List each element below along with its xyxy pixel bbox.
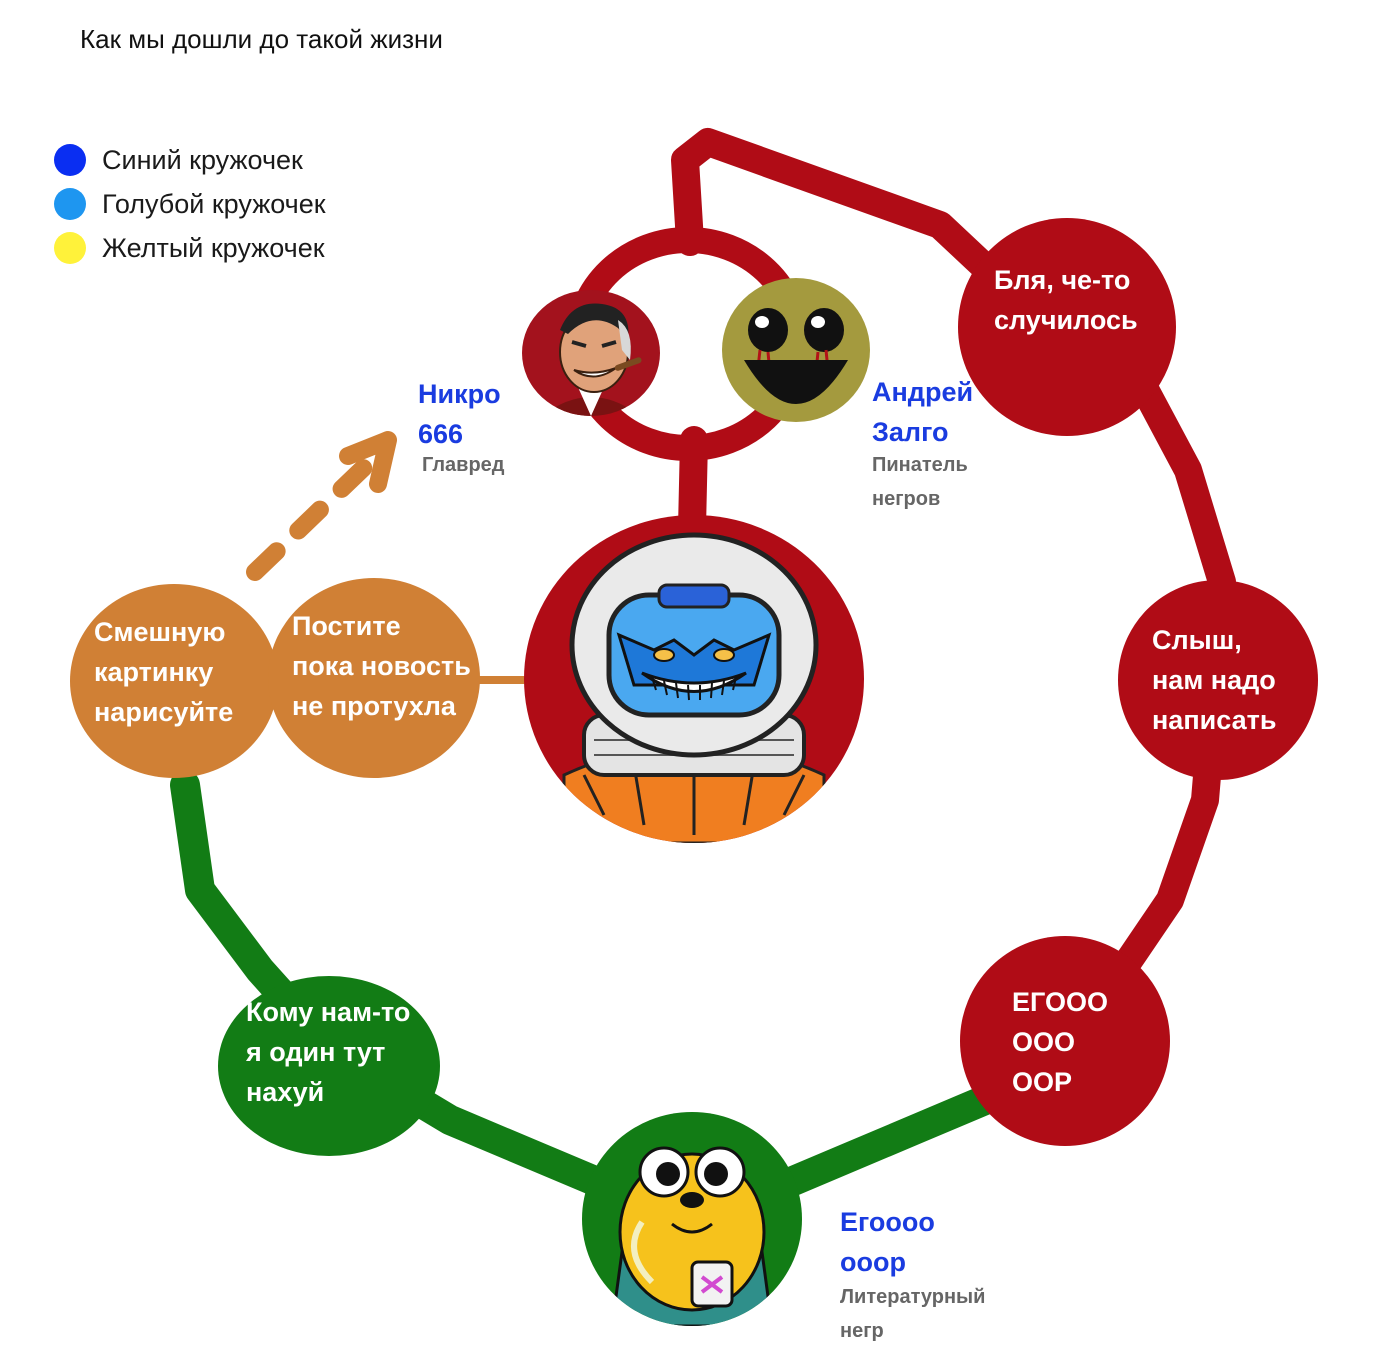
person-role-nikro: Главред [422, 454, 505, 476]
smiley-face-icon [744, 308, 848, 404]
legend: Синий кружочек Голубой кружочек Желтый к… [54, 138, 326, 270]
legend-label: Синий кружочек [102, 144, 303, 175]
yellow-dog-icon [610, 1146, 774, 1326]
node-egooo-text: ЕГООО ООО ООР [1012, 987, 1108, 1097]
boss-avatar [522, 290, 660, 416]
legend-item-lightblue: Голубой кружочек [54, 182, 326, 226]
astronaut-shark-icon [562, 532, 826, 843]
legend-item-blue: Синий кружочек [54, 138, 326, 182]
legend-label: Голубой кружочек [102, 188, 326, 219]
node-post-news: Постите пока новость не протухла [268, 578, 480, 778]
node-draw-picture: Смешную картинку нарисуйте [70, 584, 278, 778]
node-post-news-text: Постите пока новость не протухла [292, 611, 471, 721]
yellow-circle-icon [54, 232, 86, 264]
node-egooo: ЕГООО ООО ООР [960, 936, 1170, 1146]
node-need-write: Слыш, нам надо написать [1118, 580, 1318, 780]
node-happened: Бля, че-то случилось [958, 218, 1176, 436]
caption-zalgo: Андрей Залго Пинатель негров [872, 372, 973, 516]
caption-egooo: Егоооо oоор Литературный негр [840, 1202, 985, 1348]
person-role-egooo: Литературный негр [840, 1286, 986, 1342]
orange-dashed-arrow [246, 443, 389, 581]
node-need-write-text: Слыш, нам надо написать [1152, 625, 1277, 735]
node-happened-text: Бля, че-то случилось [994, 265, 1138, 335]
node-draw-picture-text: Смешную картинку нарисуйте [94, 617, 234, 727]
orange-arrow-head [339, 431, 397, 493]
dog-avatar [582, 1112, 802, 1326]
smiley-avatar [722, 278, 870, 422]
legend-item-yellow: Желтый кружочек [54, 226, 326, 270]
person-name-zalgo: Андрей Залго [872, 377, 974, 447]
page-title: Как мы дошли до такой жизни [80, 24, 443, 54]
boss-face-icon [542, 303, 642, 416]
node-alone-text: Кому нам-то я один тут нахуй [246, 997, 411, 1107]
person-name-nikro: Никро 666 [418, 379, 501, 449]
blue-circle-icon [54, 144, 86, 176]
astronaut-shark-avatar [524, 515, 864, 843]
legend-label: Желтый кружочек [102, 232, 325, 263]
person-name-egooo: Егоооо oоор [840, 1207, 935, 1277]
person-role-zalgo: Пинатель негров [872, 454, 968, 510]
light-blue-circle-icon [54, 188, 86, 220]
node-alone: Кому нам-то я один тут нахуй [218, 976, 440, 1156]
caption-nikro: Никро 666 Главред [418, 374, 505, 482]
